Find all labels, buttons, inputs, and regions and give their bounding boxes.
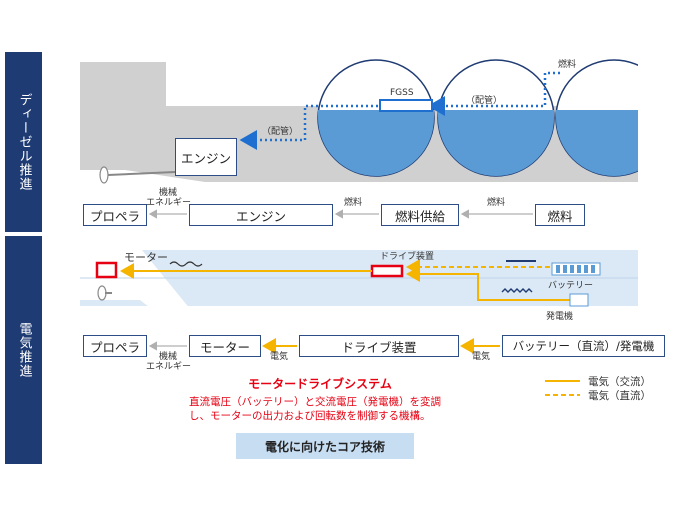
shaft-line bbox=[107, 171, 176, 176]
diesel-fuel-label-2: 燃料 bbox=[487, 198, 506, 208]
diesel-engine-box: エンジン bbox=[189, 204, 333, 226]
diesel-fuel-box: 燃料 bbox=[535, 204, 585, 226]
fgss-box bbox=[379, 99, 433, 112]
fgss-label: FGSS bbox=[390, 88, 414, 98]
electric-motor-box: モーター bbox=[189, 335, 261, 357]
fuel-pipe-1 bbox=[427, 71, 560, 116]
illus-battery-label: バッテリー bbox=[548, 281, 594, 291]
fuel-pipe-2 bbox=[239, 104, 378, 150]
legend-ac-label: 電気（交流） bbox=[588, 376, 651, 388]
diesel-fuel-label-1: 燃料 bbox=[344, 198, 363, 208]
drive-unit-red-box bbox=[370, 264, 404, 278]
legend-dc-label: 電気（直流） bbox=[588, 390, 651, 402]
piping-label-1: （配管） bbox=[262, 127, 299, 137]
electric-propeller-box: プロペラ bbox=[83, 335, 147, 357]
electric-label-2: 電気 bbox=[472, 352, 491, 362]
core-tech-banner: 電化に向けたコア技術 bbox=[236, 433, 414, 459]
illus-motor-label: モーター bbox=[124, 251, 168, 264]
electric-source-box: バッテリー（直流）/発電機 bbox=[502, 335, 665, 357]
diesel-mech-energy-label: 機械 エネルギー bbox=[146, 188, 192, 208]
mech-label-line1: 機械 bbox=[158, 188, 177, 198]
illus-generator-label: 発電機 bbox=[546, 312, 574, 322]
motor-drive-description: 直流電圧（バッテリー）と交流電圧（発電機）を変調し、モーターの出力および回転数を… bbox=[189, 396, 441, 422]
motor-red-box bbox=[95, 261, 118, 279]
mech-label-line2: エネルギー bbox=[146, 198, 192, 208]
fuel-label-top: 燃料 bbox=[558, 60, 577, 70]
mech-label-line2-e: エネルギー bbox=[146, 362, 192, 372]
section-label-diesel: ディーゼル推進 bbox=[5, 52, 42, 232]
piping-label-2: （配管） bbox=[466, 96, 503, 106]
electric-drive-box: ドライブ装置 bbox=[299, 335, 459, 357]
motor-drive-title: モータードライブシステム bbox=[248, 377, 392, 391]
illus-engine-box: エンジン bbox=[175, 138, 237, 176]
mech-label-line1-e: 機械 bbox=[158, 352, 177, 362]
section-label-electric: 電気推進 bbox=[5, 236, 42, 464]
illus-drive-label: ドライブ装置 bbox=[380, 252, 435, 262]
electric-mech-energy-label: 機械 エネルギー bbox=[146, 352, 192, 372]
fuel-supply-box: 燃料供給 bbox=[381, 204, 459, 226]
diesel-ship-illustration bbox=[80, 59, 638, 182]
propeller-icon-top bbox=[99, 166, 109, 184]
propeller-icon-bottom bbox=[97, 285, 107, 301]
generator-icon bbox=[569, 293, 589, 307]
diesel-propeller-box: プロペラ bbox=[83, 204, 147, 226]
electric-label-1: 電気 bbox=[270, 352, 289, 362]
